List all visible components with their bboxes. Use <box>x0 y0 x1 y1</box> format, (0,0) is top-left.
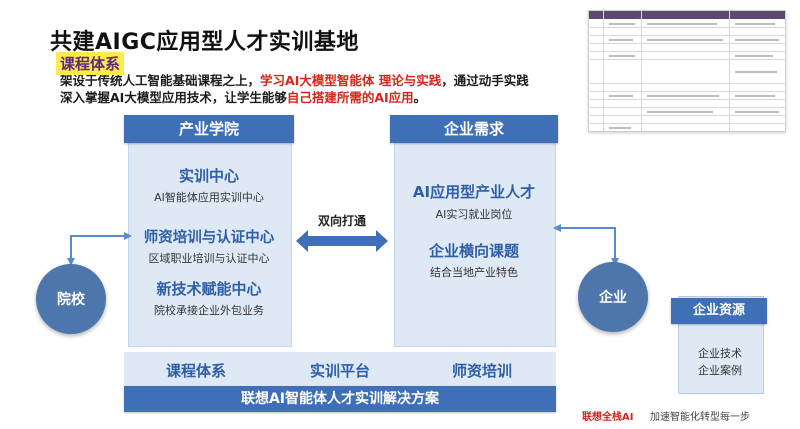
page-title: 共建AIGC应用型人才实训基地 <box>50 30 359 55</box>
intro-line-1-c: ，通过动手实践 <box>441 73 529 88</box>
footer-slogan: 加速智能化转型每一步 <box>650 412 750 423</box>
intro-text: 架设于传统人工智能基础课程之上，学习AI大模型智能体 理论与实践，通过动手实践 … <box>60 72 529 106</box>
enterprise-project-title: 企业横向课题 <box>428 242 519 260</box>
intro-line-1-highlight: 学习AI大模型智能体 理论与实践 <box>260 73 442 88</box>
teacher-cert-center-title: 师资培训与认证中心 <box>143 230 275 246</box>
enterprise-demand-header: 企业需求 <box>390 115 558 143</box>
ai-talent-title: AI应用型产业人才 <box>412 183 536 201</box>
college-circle: 院校 <box>36 264 106 334</box>
intro-line-2-highlight: 自己搭建所需的AI应用 <box>286 90 414 105</box>
bottom-item-platform: 实训平台 <box>309 362 370 380</box>
teacher-cert-center-sub: 区域职业培训与认证中心 <box>148 252 270 265</box>
training-center-sub: AI智能体应用实训中心 <box>154 191 264 204</box>
tech-empower-center-title: 新技术赋能中心 <box>156 280 262 298</box>
curriculum-thumbnail-label: 课程体系 <box>56 52 125 75</box>
enterprise-resource-header: 企业资源 <box>671 298 767 324</box>
enterprise-connector-arrow <box>553 224 619 266</box>
bottom-item-teacher-training: 师资培训 <box>451 362 512 380</box>
intro-line-1-a: 架设于传统人工智能基础课程之上， <box>60 73 261 88</box>
intro-line-2: 深入掌握AI大模型应用技术，让学生能够自己搭建所需的AI应用。 <box>60 89 529 106</box>
bottom-item-curriculum: 课程体系 <box>165 362 226 380</box>
two-way-arrow-icon <box>296 230 388 252</box>
enterprise-demand-panel <box>394 115 556 347</box>
enterprise-case-line: 企业案例 <box>698 364 742 377</box>
two-way-label: 双向打通 <box>317 214 366 228</box>
tech-empower-center-sub: 院校承接企业外包业务 <box>154 304 264 317</box>
training-center-title: 实训中心 <box>178 167 239 185</box>
enterprise-project-sub: 结合当地产业特色 <box>430 266 518 279</box>
industry-college-header: 产业学院 <box>124 115 294 143</box>
curriculum-thumbnail <box>588 10 786 132</box>
college-connector-arrow <box>67 232 132 266</box>
footer-brand: 联想全栈AI <box>582 412 634 423</box>
enterprise-tech-line: 企业技术 <box>698 347 742 360</box>
intro-line-2-a: 深入掌握AI大模型应用技术，让学生能够 <box>60 90 287 105</box>
bottom-strip <box>124 352 556 386</box>
intro-line-2-c: 。 <box>413 90 427 105</box>
enterprise-circle: 企业 <box>578 262 648 332</box>
industry-college-panel <box>128 115 292 347</box>
thumbnail-header-row <box>589 11 785 19</box>
intro-line-1: 架设于传统人工智能基础课程之上，学习AI大模型智能体 理论与实践，通过动手实践 <box>60 72 529 89</box>
solution-bar: 联想AI智能体人才实训解决方案 <box>124 386 556 412</box>
ai-talent-sub: AI实习就业岗位 <box>435 208 513 221</box>
